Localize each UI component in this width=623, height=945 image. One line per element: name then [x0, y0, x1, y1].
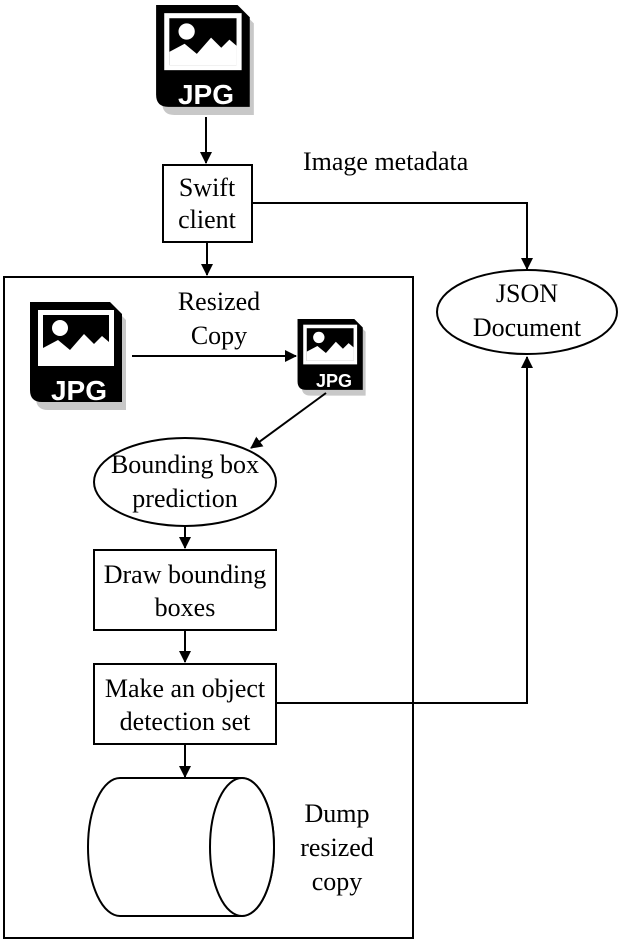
- draw-bounding-boxes-node: Draw bounding boxes: [93, 549, 277, 631]
- image-metadata-label: Image metadata: [303, 147, 469, 176]
- json-document-line-2: Document: [473, 313, 582, 342]
- processing-container: [3, 276, 414, 939]
- swift-client-line-2: client: [178, 205, 237, 234]
- arrow-resized-to-prediction: [250, 392, 327, 449]
- object-detection-set-node: Make an object detection set: [93, 663, 277, 745]
- dump-label-line-2: resized: [300, 833, 374, 862]
- original-jpg-badge: JPG: [51, 375, 107, 406]
- top-jpg-badge: JPG: [178, 79, 234, 110]
- bounding-box-prediction-line-2: prediction: [132, 484, 237, 513]
- swift-client-line-1: Swift: [179, 173, 236, 202]
- original-jpg-icon: JPG: [30, 302, 126, 410]
- storage-cylinder: [87, 777, 275, 917]
- object-detection-set-line-1: Make an object: [105, 674, 266, 703]
- resized-jpg-badge: JPG: [316, 371, 352, 391]
- dump-label-line-1: Dump: [305, 799, 370, 828]
- bounding-box-prediction-node: Bounding box prediction: [93, 437, 277, 527]
- dump-label-line-3: copy: [312, 867, 363, 896]
- arrow-client-to-json: [252, 202, 533, 270]
- object-detection-set-line-2: detection set: [120, 707, 251, 736]
- resized-jpg-icon: JPG: [297, 319, 366, 396]
- resized-copy-label-line-2: Copy: [191, 321, 247, 350]
- bounding-box-prediction-line-1: Bounding box: [111, 450, 259, 479]
- json-document-line-1: JSON: [496, 279, 558, 308]
- draw-bounding-boxes-line-1: Draw bounding: [104, 560, 266, 589]
- swift-client-node: Swift client: [162, 164, 253, 243]
- json-document-node: JSON Document: [436, 269, 618, 355]
- resized-copy-label-line-1: Resized: [178, 287, 260, 316]
- top-jpg-icon: JPG: [156, 5, 254, 115]
- draw-bounding-boxes-line-2: boxes: [155, 593, 216, 622]
- arrow-set-to-json: [276, 356, 533, 704]
